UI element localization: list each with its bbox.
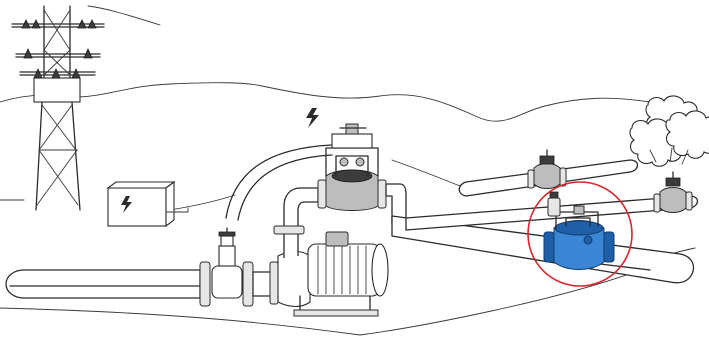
power-pylon-icon (12, 6, 104, 210)
suction-pipe (6, 270, 200, 298)
lightning-bolt-icon (306, 108, 319, 128)
electrical-cabinet (108, 182, 188, 226)
pump-control-valve (318, 124, 406, 224)
branch-valve-right (654, 172, 692, 213)
branch-valve-upper (528, 150, 566, 189)
bypass-pipe (226, 145, 332, 220)
gate-valve (200, 228, 253, 306)
tree-cluster-icon (630, 96, 709, 166)
